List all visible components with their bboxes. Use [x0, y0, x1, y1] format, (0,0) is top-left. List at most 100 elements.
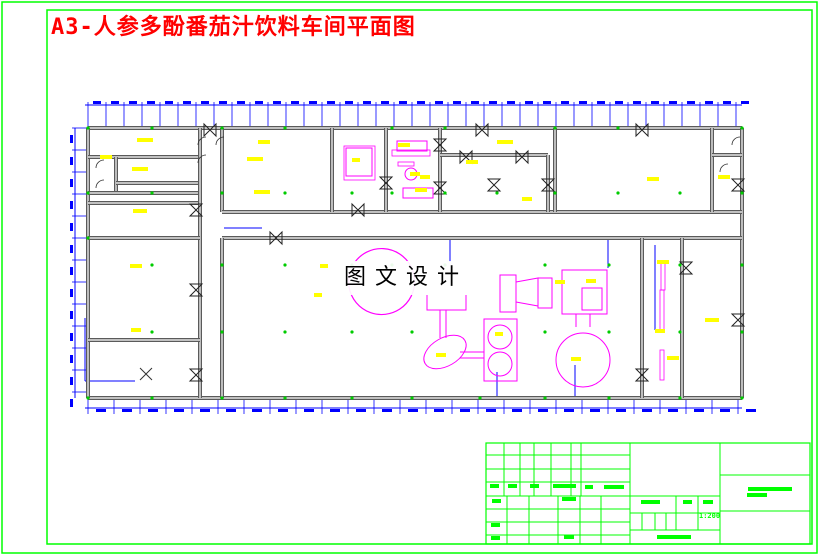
axis-point: [283, 191, 287, 195]
title-block-text: [562, 497, 576, 501]
axis-point: [390, 126, 394, 130]
dimension-text: [219, 101, 227, 104]
axis-point: [350, 396, 354, 400]
room-label: [667, 356, 679, 360]
room-label: [398, 143, 410, 147]
door-icon: [634, 368, 650, 382]
dimension-text: [70, 157, 73, 165]
axis-point: [616, 191, 620, 195]
equipment-box: [537, 277, 553, 309]
axis-point: [283, 126, 287, 130]
door-swing-icon: [95, 159, 105, 169]
axis-point: [220, 126, 224, 130]
room-label: [420, 175, 430, 179]
dimension-text: [746, 409, 756, 412]
cross-marker-icon: [139, 367, 153, 381]
watermark: 图文设计: [336, 261, 475, 295]
dimension-text: [507, 101, 515, 104]
dimension-text: [70, 267, 73, 275]
equipment-box: [343, 145, 376, 181]
dimension-text: [633, 101, 641, 104]
room-label: [522, 197, 532, 201]
dimension-text: [356, 409, 366, 412]
dimension-text: [538, 409, 548, 412]
axis-point: [350, 330, 354, 334]
dimension-text: [381, 101, 389, 104]
dimension-text: [471, 101, 479, 104]
dimension-lines: [70, 101, 756, 414]
title-block-text: [641, 500, 660, 504]
dimension-text: [252, 409, 262, 412]
axis-point: [220, 396, 224, 400]
dimension-text: [705, 101, 713, 104]
dimension-text: [70, 311, 73, 319]
dimension-text: [345, 101, 353, 104]
axis-point: [443, 191, 447, 195]
door-swing-icon: [215, 136, 225, 146]
title-block-text: [553, 484, 576, 488]
axis-point: [410, 396, 414, 400]
room-label: [655, 329, 665, 333]
dimension-text: [642, 409, 652, 412]
dimension-text: [579, 101, 587, 104]
axis-point: [678, 191, 682, 195]
dimension-text: [183, 101, 191, 104]
axis-point: [390, 191, 394, 195]
room-label: [705, 318, 719, 322]
axis-points: [86, 126, 744, 400]
door-swing-icon: [197, 154, 207, 164]
dimension-text: [564, 409, 574, 412]
door-icon: [730, 178, 746, 192]
axis-point: [150, 126, 154, 130]
dimension-text: [363, 101, 371, 104]
filler-circle: [487, 324, 513, 350]
room-label: [137, 138, 153, 142]
room-label: [410, 172, 420, 176]
pipe: [460, 351, 484, 359]
hopper: [515, 277, 539, 307]
title-block-text: [508, 484, 517, 488]
door-swing-icon: [197, 136, 207, 146]
dimension-text: [111, 101, 119, 104]
round-tank: [347, 248, 416, 316]
axis-point: [616, 126, 620, 130]
dimension-text: [723, 101, 731, 104]
dimension-text: [561, 101, 569, 104]
dimension-text: [597, 101, 605, 104]
dimension-text: [174, 409, 184, 412]
room-label: [352, 158, 360, 162]
room-label: [466, 160, 478, 164]
door-icon: [188, 283, 204, 297]
title-block-text: [530, 484, 539, 488]
title-block-text: [748, 487, 792, 491]
room-label: [718, 175, 730, 179]
dimension-text: [590, 409, 600, 412]
dimension-text: [70, 333, 73, 341]
room-label: [495, 332, 503, 336]
dimension-text: [435, 101, 443, 104]
round-tank: [555, 332, 611, 388]
axis-point: [283, 330, 287, 334]
axis-point: [740, 396, 744, 400]
axis-point: [150, 330, 154, 334]
title-block-text: [491, 536, 500, 540]
dimension-text: [291, 101, 299, 104]
dimension-text: [408, 409, 418, 412]
filler-circle: [487, 351, 513, 377]
door-icon: [678, 261, 694, 275]
equipment-box: [561, 269, 608, 315]
door-swing-icon: [731, 136, 741, 146]
dimension-text: [616, 409, 626, 412]
door-icon: [432, 138, 448, 152]
dimension-text: [70, 135, 73, 143]
axis-point: [543, 396, 547, 400]
door-icon: [540, 178, 556, 192]
axis-point: [740, 126, 744, 130]
dimension-text: [129, 101, 137, 104]
dimension-text: [70, 355, 73, 363]
walls: [86, 126, 744, 400]
door-icon: [475, 122, 489, 138]
dimension-text: [273, 101, 281, 104]
axis-point: [410, 330, 414, 334]
